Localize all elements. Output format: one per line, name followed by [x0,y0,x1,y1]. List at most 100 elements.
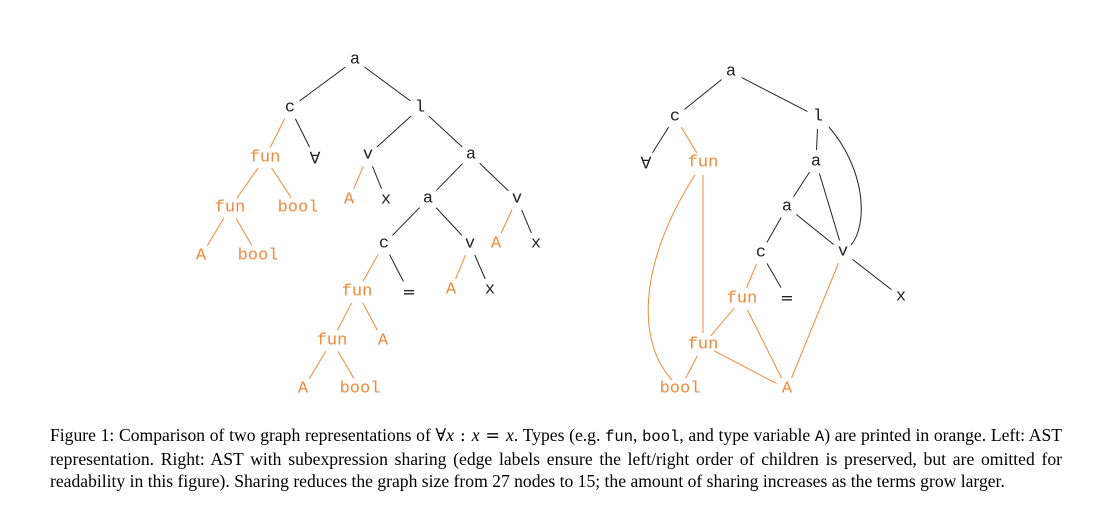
edge-R9-R15 [791,262,839,379]
edge-L10-L11 [353,165,364,190]
caption-text-2: . Types (e.g. [513,425,606,445]
left-tree-node-L18: c [379,235,389,254]
left-tree-node-L11: A [344,191,355,210]
caption-code-fun: fun [605,428,633,446]
edge-L18-L23 [389,254,404,282]
edge-R2-R5 [680,126,698,154]
left-tree-node-L15: v [512,190,522,209]
edge-R7-R9 [796,214,834,245]
edge-L19-L21 [474,254,486,280]
caption-var-x2: x [471,425,480,445]
right-graph-node-R7: a [782,198,792,217]
edge-R13-R15 [713,350,777,384]
right-graph-node-R15: A [782,380,793,399]
left-tree-node-L27: bool [340,380,381,399]
edge-L2-L5 [294,118,311,148]
caption-var-x3: x [506,425,514,445]
caption-text-4: , and type variable [679,425,815,445]
left-tree-node-L1: a [350,51,360,70]
edge-R3-R6 [816,128,818,151]
caption-code-bool: bool [642,428,680,446]
right-graph-node-R5: fun [688,154,719,173]
edge-L13-L15 [479,162,509,192]
right-graph-node-R11: = [780,289,793,308]
left-tree-node-L24: fun [317,332,348,351]
edge-L2-L4 [269,118,286,148]
left-tree-node-L20: A [446,281,457,300]
left-tree-node-L4: fun [250,149,281,168]
curved-edge-1 [828,126,862,246]
edge-L22-L24 [337,302,352,331]
left-tree-node-L22: fun [342,283,373,302]
left-tree-node-L6: fun [215,199,246,218]
caption-forall-symbol: ∀ [435,426,447,446]
caption-text-5: ) are printed in orange. Left: AST repre… [50,425,1063,491]
right-graph-node-R9: v [838,243,848,262]
caption-colon: : [453,426,472,446]
edge-R10-R15 [746,309,783,379]
right-graph-node-R13: fun [688,336,719,355]
left-tree-node-L16: A [491,235,502,254]
left-tree-node-L10: v [363,146,373,165]
caption-text-3: , [633,425,643,445]
edge-L6-L8 [206,218,225,246]
right-graph-node-R10: fun [727,290,758,309]
edge-L4-L7 [271,167,292,199]
edge-R2-R4 [651,126,670,154]
edge-L24-L27 [337,351,355,379]
left-tree-node-L13: a [466,146,476,165]
right-graph-node-R4: ∀ [641,154,652,173]
right-graph-node-R6: a [811,153,821,172]
edge-L4-L6 [236,167,259,199]
curved-edge-2 [647,174,696,381]
right-graph-node-R2: c [670,108,680,127]
edge-L6-L9 [235,218,253,246]
edge-L22-L25 [362,302,378,331]
right-graph-node-R8: c [756,244,766,263]
edge-L3-L13 [428,115,463,148]
caption-var-x1: x [446,425,454,445]
edge-L15-L16 [500,209,513,234]
edge-R1-R3 [741,77,808,112]
caption-equals: = [479,426,507,446]
edge-L14-L18 [392,207,420,236]
caption-code-A: A [814,428,825,446]
left-tree-node-L12: x [381,191,391,210]
right-graph-node-R12: x [896,288,906,307]
edge-R1-R2 [684,79,722,110]
left-tree-node-L17: x [531,235,541,254]
edge-R6-R7 [793,171,810,198]
edge-R8-R11 [766,263,782,288]
left-tree-node-L14: a [423,190,433,209]
left-tree-node-L7: bool [278,199,319,218]
left-tree-node-L8: A [196,247,207,266]
right-graph-node-R14: bool [660,380,701,399]
edge-L13-L14 [436,163,463,191]
left-tree-node-L19: v [465,235,475,254]
left-tree-node-L21: x [485,281,495,300]
edge-R8-R10 [746,263,757,289]
left-tree-node-L23: = [402,283,415,302]
edge-L1-L2 [299,66,346,102]
edge-L14-L19 [435,207,463,236]
edge-L24-L26 [308,351,327,379]
right-graph-node-R3: l [813,108,823,127]
edge-L3-L10 [376,115,412,148]
left-tree-node-L3: l [415,99,425,118]
edge-R6-R9 [818,173,841,241]
edge-R10-R13 [710,307,735,337]
caption-text-1: Figure 1: Comparison of two graph repres… [50,425,436,445]
edge-L10-L12 [371,165,383,190]
edge-R7-R8 [766,217,782,243]
edge-R13-R14 [685,355,698,379]
left-tree-node-L5: ∀ [310,149,321,168]
right-graph-node-R1: a [726,63,736,82]
left-tree-node-L9: bool [238,247,279,266]
left-tree-node-L26: A [298,380,309,399]
edge-L15-L17 [521,209,532,234]
figure-caption: Figure 1: Comparison of two graph repres… [50,424,1062,492]
edge-L1-L3 [364,66,411,102]
left-tree-node-L25: A [378,332,389,351]
left-tree-node-L2: c [285,99,295,118]
